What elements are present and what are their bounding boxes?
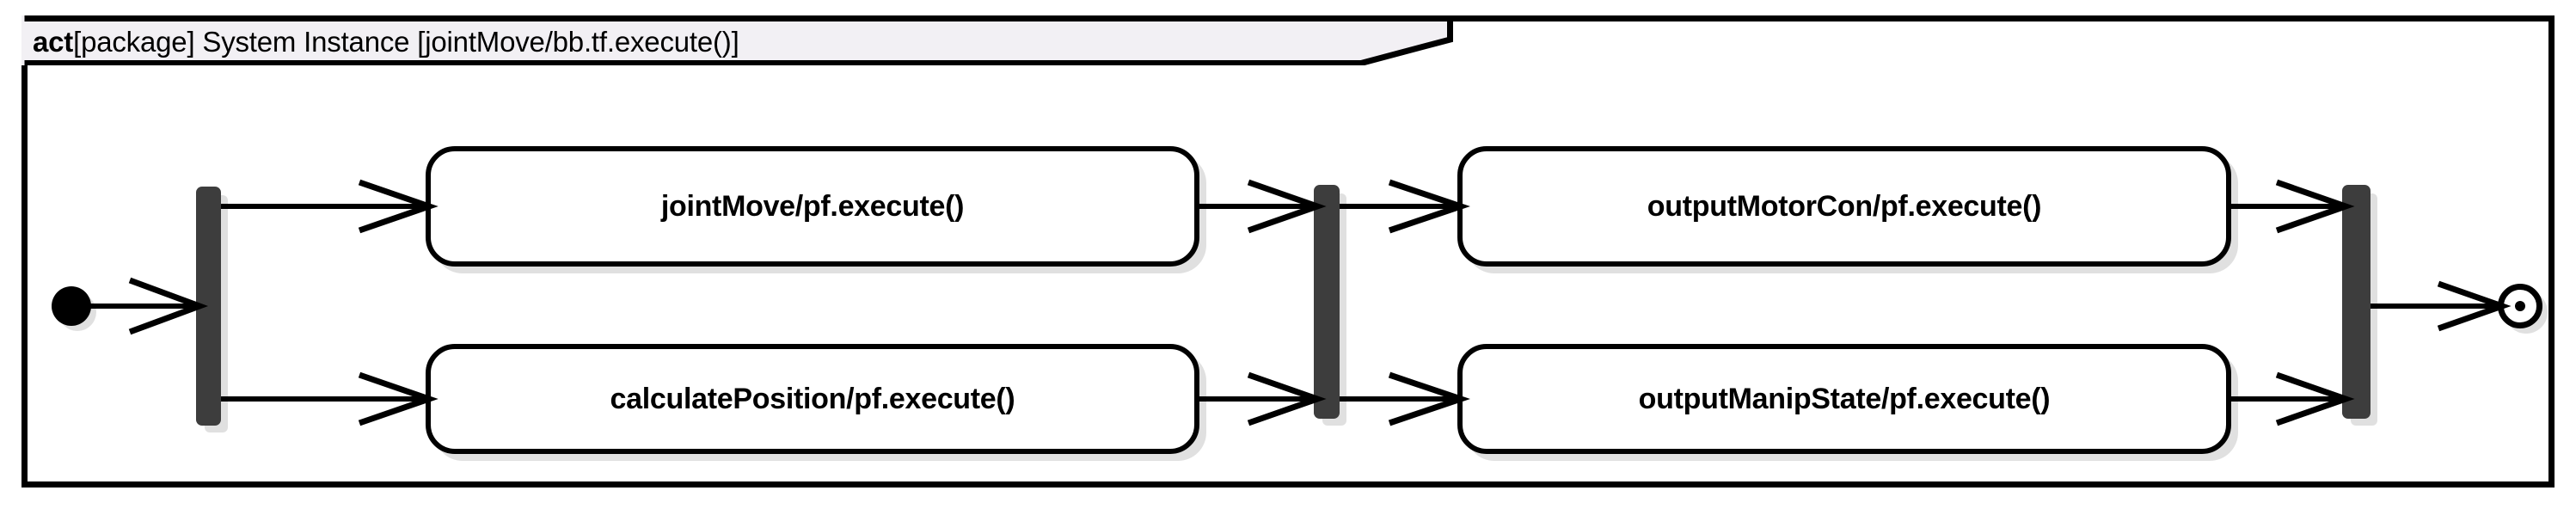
action-label: jointMove/pf.execute() <box>660 189 965 223</box>
action-outputManipState[interactable]: outputManipState/pf.execute() <box>1457 344 2231 454</box>
action-label: calculatePosition/pf.execute() <box>610 382 1015 415</box>
join-bar-right[interactable] <box>2342 185 2371 419</box>
frame-header-label: act[package] System Instance [jointMove/… <box>33 17 739 67</box>
initial-node[interactable] <box>52 286 91 326</box>
action-outputMotorCon[interactable]: outputMotorCon/pf.execute() <box>1457 146 2231 267</box>
action-calculatePosition[interactable]: calculatePosition/pf.execute() <box>426 344 1199 454</box>
frame-header-keyword: act <box>33 26 74 58</box>
action-label: outputMotorCon/pf.execute() <box>1647 189 2042 223</box>
final-node[interactable] <box>2498 284 2542 328</box>
final-node-inner-dot <box>2515 301 2525 311</box>
action-jointMove[interactable]: jointMove/pf.execute() <box>426 146 1199 267</box>
fork-bar-left[interactable] <box>196 187 221 426</box>
action-label: outputManipState/pf.execute() <box>1638 382 2051 415</box>
frame-header-qualifier: [package] System Instance [jointMove/bb.… <box>73 26 739 58</box>
join-fork-bar-middle[interactable] <box>1314 185 1340 419</box>
